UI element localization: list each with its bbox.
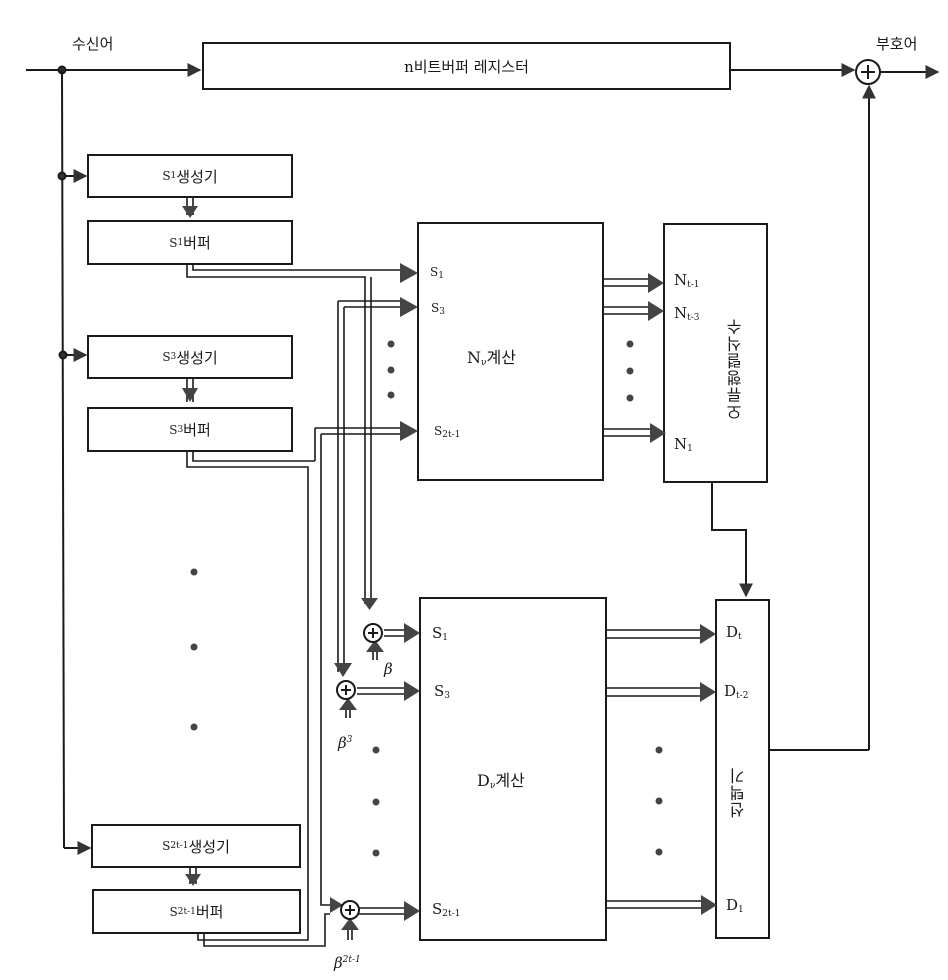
error-to-selector-line [711, 482, 753, 598]
error-poly-box [663, 223, 768, 483]
selector-input-d1: D1 [726, 896, 744, 915]
input-bus [61, 69, 65, 849]
d-calc-input-s2t1: S2t-1 [432, 900, 461, 919]
ellipsis-dots [190, 340, 663, 857]
buffer-register-label: n비트버퍼 레지스터 [404, 57, 529, 76]
arrowheads [182, 206, 717, 930]
selector-label: 선택기 [729, 767, 748, 818]
n-calc-label: Nν계산 [467, 348, 516, 368]
n-calc-input-s3: S3 [431, 301, 445, 317]
s1-buffer-box [87, 220, 293, 265]
selector-input-dt: Dt [726, 623, 742, 642]
error-poly-input-nt1: Nt-1 [674, 271, 700, 290]
n-calc-input-s1: S1 [430, 265, 444, 281]
selector-box [715, 599, 770, 939]
buffer-register-box [202, 42, 731, 90]
d-calc-input-s1: S1 [432, 624, 449, 643]
beta-coef-2t1: β2t-1 [334, 954, 361, 972]
n-calc-input-s2t1: S2t-1 [434, 424, 461, 440]
beta-coef-3: β3 [338, 734, 353, 752]
error-poly-input-nt3: Nt-3 [674, 304, 700, 323]
s3-generator-box [87, 335, 293, 379]
selector-input-dt2: Dt-2 [724, 682, 749, 701]
beta-coef-1: β [384, 660, 393, 678]
d-calc-input-s3: S3 [434, 682, 451, 701]
d-calc-box [419, 597, 607, 941]
input-label: 수신어 [72, 35, 114, 53]
output-label: 부호어 [876, 35, 918, 53]
s1-generator-box [87, 154, 293, 198]
error-poly-label: 오류행렬식수 [726, 318, 745, 420]
d-calc-label: Dν계산 [477, 771, 525, 791]
s3-buffer-box [87, 407, 293, 452]
error-poly-input-n1: N1 [674, 435, 693, 454]
n-calc-box [417, 222, 604, 481]
